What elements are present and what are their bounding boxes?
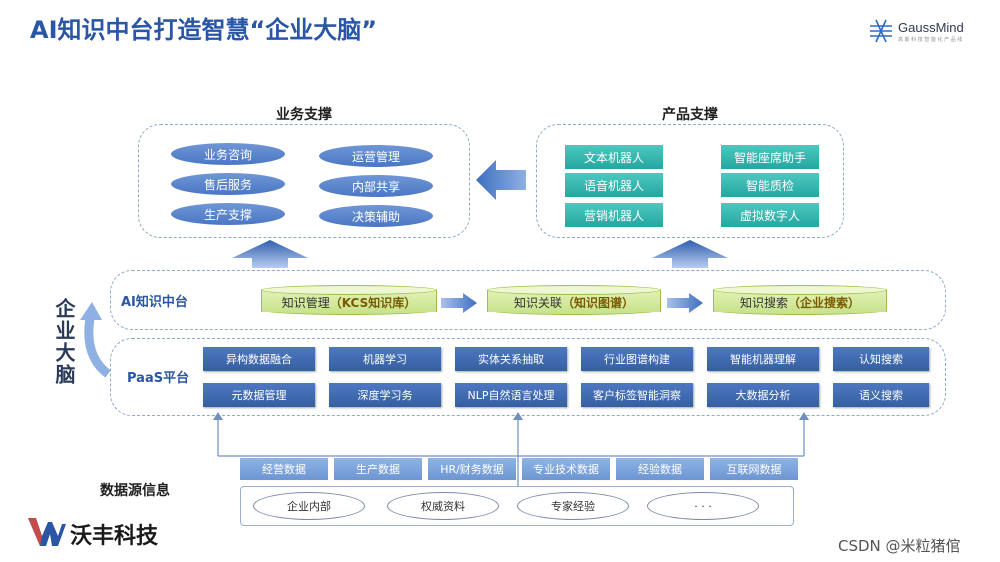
ai-platform-panel: AI知识中台 知识管理（KCS知识库） 知识关联（知识图谱） 知识搜索（企业搜索… xyxy=(110,270,946,330)
paas-item: 行业图谱构建 xyxy=(581,347,693,371)
stage-name: 知识搜索 xyxy=(739,296,788,310)
origin-item: 权威资料 xyxy=(387,492,499,520)
paas-item: 认知搜索 xyxy=(833,347,929,371)
business-item: 决策辅助 xyxy=(319,205,433,227)
knowledge-stage: 知识关联（知识图谱） xyxy=(487,285,661,315)
product-title: 产品支撑 xyxy=(662,107,718,123)
business-title: 业务支撑 xyxy=(276,107,332,123)
arrow-right-icon xyxy=(667,293,703,313)
stage-paren: （企业搜索） xyxy=(788,296,861,310)
business-item: 运营管理 xyxy=(319,145,433,167)
data-type: HR/财务数据 xyxy=(428,458,516,480)
connector-lines xyxy=(213,412,809,492)
origin-item: 专家经验 xyxy=(517,492,629,520)
arrow-up-icon xyxy=(652,240,728,268)
origin-item: · · · xyxy=(647,492,759,520)
stage-name: 知识管理 xyxy=(281,296,330,310)
enterprise-brain-label: 企业大脑 xyxy=(52,298,76,386)
product-item: 营销机器人 xyxy=(565,203,663,227)
gaussmind-logo-icon xyxy=(870,19,892,43)
data-type: 经验数据 xyxy=(616,458,704,480)
paas-item: 异构数据融合 xyxy=(203,347,315,371)
stage-paren: （KCS知识库） xyxy=(329,296,417,310)
paas-label: PaaS平台 xyxy=(127,371,190,386)
data-type: 经营数据 xyxy=(240,458,328,480)
business-item: 内部共享 xyxy=(319,175,433,197)
company-logo: 沃丰科技 xyxy=(28,516,198,550)
data-type: 专业技术数据 xyxy=(522,458,610,480)
business-item: 生产支撑 xyxy=(171,203,285,225)
product-item: 语音机器人 xyxy=(565,173,663,197)
gaussmind-tagline: 高 斯 科 技 智 能 化 产 品 线 xyxy=(898,37,963,43)
knowledge-stage: 知识管理（KCS知识库） xyxy=(261,285,437,315)
paas-panel: PaaS平台 异构数据融合 机器学习 实体关系抽取 行业图谱构建 智能机器理解 … xyxy=(110,338,946,416)
paas-item: 深度学习务 xyxy=(329,383,441,407)
arrow-up-icon xyxy=(232,240,308,268)
origin-item: 企业内部 xyxy=(253,492,365,520)
paas-item: 大数据分析 xyxy=(707,383,819,407)
paas-item: 语义搜索 xyxy=(833,383,929,407)
product-item: 文本机器人 xyxy=(565,145,663,169)
paas-item: 元数据管理 xyxy=(203,383,315,407)
data-type: 生产数据 xyxy=(334,458,422,480)
stage-paren: （知识图谱） xyxy=(562,296,635,310)
watermark: CSDN @米粒猪倌 xyxy=(838,537,961,555)
origins-panel: 企业内部 权威资料 专家经验 · · · xyxy=(240,486,794,526)
paas-item: 客户标签智能洞察 xyxy=(581,383,693,407)
business-item: 售后服务 xyxy=(171,173,285,195)
product-panel: 文本机器人 语音机器人 营销机器人 智能座席助手 智能质检 虚拟数字人 xyxy=(536,124,844,238)
paas-item: 智能机器理解 xyxy=(707,347,819,371)
curved-arrow-icon xyxy=(80,302,111,378)
product-item: 智能座席助手 xyxy=(721,145,819,169)
datasource-label: 数据源信息 xyxy=(100,483,170,499)
arrow-right-icon xyxy=(441,293,477,313)
company-logo-icon xyxy=(28,518,66,546)
knowledge-stage: 知识搜索（企业搜索） xyxy=(713,285,887,315)
company-name: 沃丰科技 xyxy=(70,524,159,549)
product-item: 虚拟数字人 xyxy=(721,203,819,227)
business-panel: 业务咨询 售后服务 生产支撑 运营管理 内部共享 决策辅助 xyxy=(138,124,470,238)
page-title: AI知识中台打造智慧“企业大脑” xyxy=(30,16,378,44)
product-item: 智能质检 xyxy=(721,173,819,197)
stage-name: 知识关联 xyxy=(513,296,562,310)
business-item: 业务咨询 xyxy=(171,143,285,165)
gaussmind-logo: GaussMind 高 斯 科 技 智 能 化 产 品 线 xyxy=(868,18,988,48)
ai-platform-label: AI知识中台 xyxy=(121,295,188,310)
paas-item: 机器学习 xyxy=(329,347,441,371)
paas-item: NLP自然语言处理 xyxy=(455,383,567,407)
paas-item: 实体关系抽取 xyxy=(455,347,567,371)
data-type: 互联网数据 xyxy=(710,458,798,480)
gaussmind-name: GaussMind xyxy=(898,20,964,35)
arrow-left-icon xyxy=(476,160,526,200)
